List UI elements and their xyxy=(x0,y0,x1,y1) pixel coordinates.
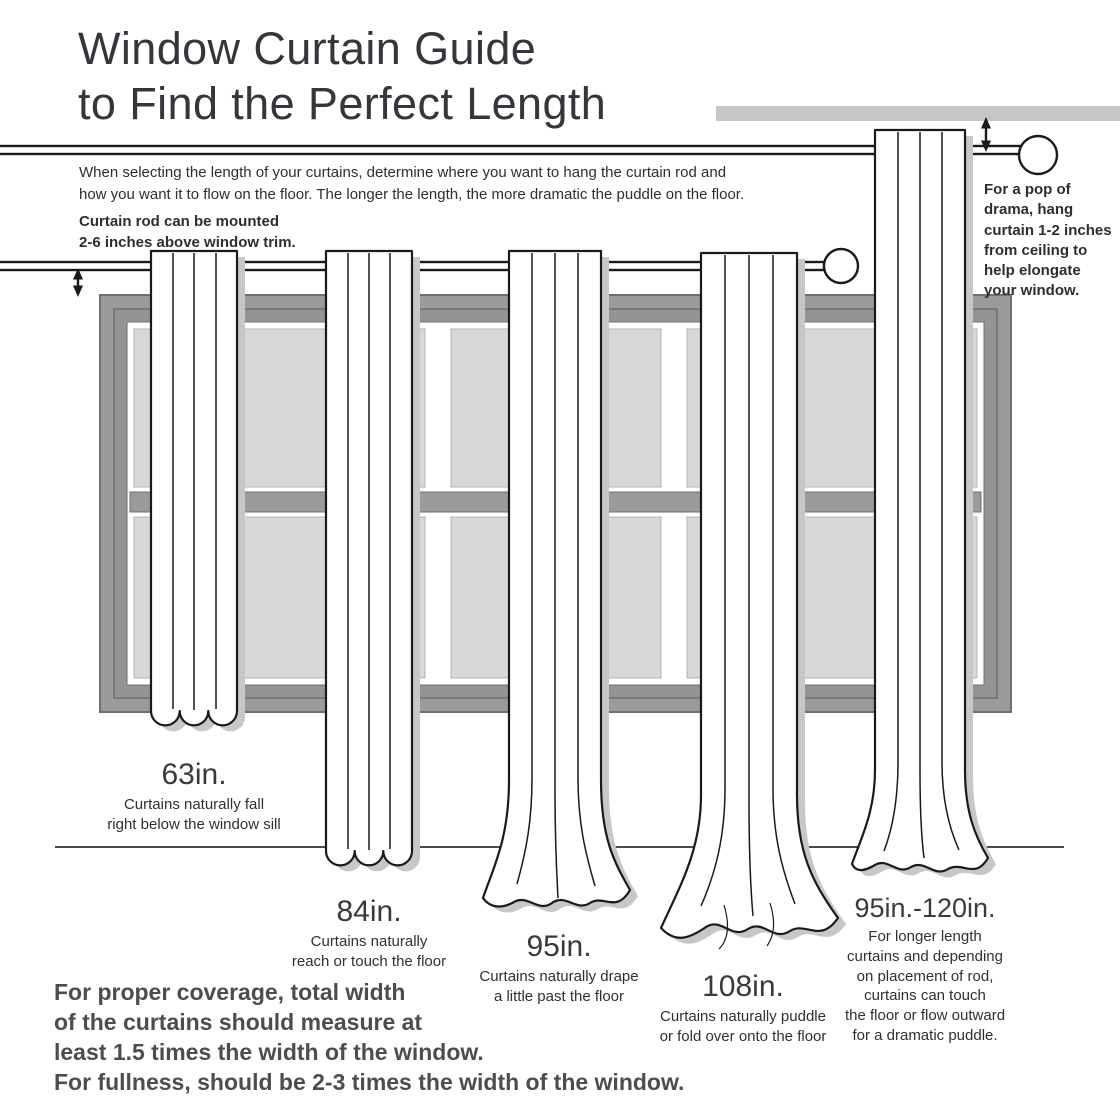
ceiling-drama-note: For a pop of drama, hang curtain 1-2 inc… xyxy=(984,181,1112,300)
width-coverage-note: For proper coverage, total width of the … xyxy=(54,979,685,1095)
curtain-length-95in: 95in. xyxy=(526,930,592,963)
curtain-label-108in: 108in. Curtains naturally puddle or fold… xyxy=(631,970,855,1047)
curtain-95-120in xyxy=(850,128,996,878)
curtain-caption-108in: Curtains naturally puddle or fold over o… xyxy=(659,1008,827,1045)
curtain-95in xyxy=(481,249,638,913)
rod-mounting-note: Curtain rod can be mounted 2-6 inches ab… xyxy=(79,213,296,251)
intro-text: When selecting the length of your curtai… xyxy=(79,164,745,203)
curtain-label-95-120in: 95in.-120in. For longer length curtains … xyxy=(815,893,1035,1046)
top-curtain-rod xyxy=(0,144,1023,156)
curtain-84in xyxy=(324,249,420,872)
curtain-caption-95-120in: For longer length curtains and depending… xyxy=(844,928,1006,1044)
curtain-caption-84in: Curtains naturally reach or touch the fl… xyxy=(291,933,447,970)
curtain-caption-95in: Curtains naturally drape a little past t… xyxy=(479,968,639,1005)
curtain-label-63in: 63in. Curtains naturally fall right belo… xyxy=(84,758,304,835)
ceiling-gap-arrow-icon xyxy=(981,117,991,152)
curtain-caption-63in: Curtains naturally fall right below the … xyxy=(107,796,281,833)
curtain-length-84in: 84in. xyxy=(336,895,402,928)
curtain-63in xyxy=(149,249,245,732)
curtain-label-95in: 95in. Curtains naturally drape a little … xyxy=(447,930,671,1007)
top-rod-finial-icon xyxy=(1017,134,1059,176)
curtain-length-108in: 108in. xyxy=(702,970,784,1003)
curtain-length-63in: 63in. xyxy=(161,758,227,791)
curtain-length-95-120in: 95in.-120in. xyxy=(854,893,996,923)
mount-height-arrow-icon xyxy=(73,268,83,297)
ceiling-bar xyxy=(716,106,1120,121)
lower-rod-finial-icon xyxy=(822,247,860,285)
page-title: Window Curtain Guide to Find the Perfect… xyxy=(78,23,607,129)
curtain-label-84in: 84in. Curtains naturally reach or touch … xyxy=(259,895,479,972)
curtain-108in xyxy=(659,251,846,950)
